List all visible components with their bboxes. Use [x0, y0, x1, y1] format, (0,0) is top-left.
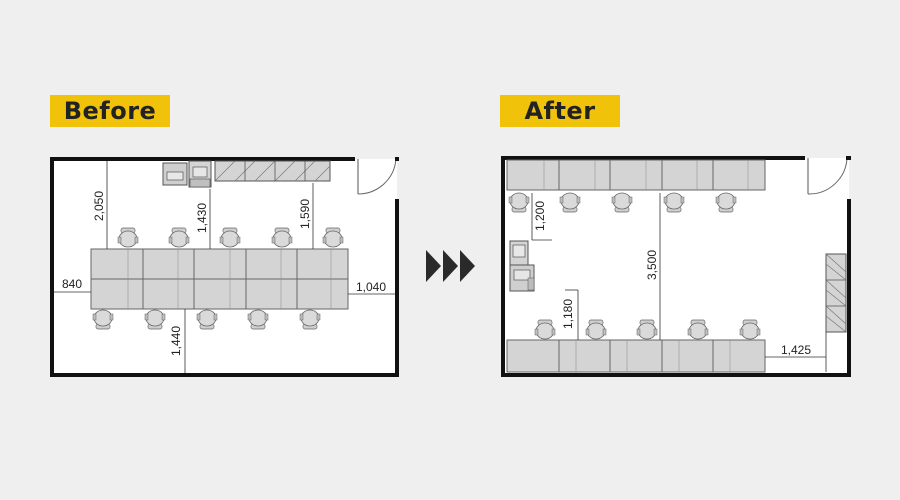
- dim-label: 1,040: [356, 280, 386, 294]
- after-floor-plan: [501, 156, 851, 377]
- dim-label: 1,200: [533, 201, 547, 231]
- dimension-lines-before: [54, 161, 395, 373]
- triple-chevron-right-icon: [426, 250, 475, 282]
- storage-shelves-top: [214, 160, 331, 182]
- wall: [501, 156, 851, 377]
- after-label: After: [500, 95, 620, 127]
- desk-row-top: [506, 159, 766, 191]
- dim-label: 1,430: [195, 203, 209, 233]
- door: [807, 156, 851, 195]
- dim-label: 1,590: [298, 199, 312, 229]
- dim-label: 1,180: [561, 299, 575, 329]
- dim-label: 1,425: [781, 343, 811, 357]
- dim-label: 1,440: [169, 326, 183, 356]
- dim-label: 840: [62, 277, 82, 291]
- before-floor-plan: [50, 157, 399, 377]
- dim-label: 2,050: [92, 191, 106, 221]
- door: [357, 157, 399, 195]
- dim-label: 3,500: [645, 250, 659, 280]
- printer-cabinet: [162, 160, 212, 188]
- wall: [50, 157, 399, 377]
- before-label: Before: [50, 95, 170, 127]
- desk-island: [90, 248, 349, 310]
- desk-row-bottom: [506, 339, 766, 373]
- storage-shelves-right: [825, 253, 847, 333]
- dimension-lines-after: [531, 193, 827, 372]
- printer-cabinet: [509, 240, 535, 292]
